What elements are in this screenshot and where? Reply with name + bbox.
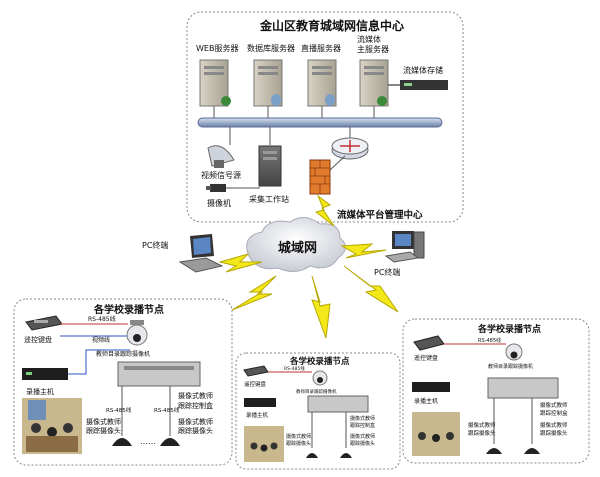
lightning-bolt [231, 275, 277, 311]
school-left-rs485-a-label: RS-485线 [106, 406, 132, 414]
school-right-recorder-label: 录播主机 [414, 397, 438, 405]
classroom-photo-icon [412, 412, 460, 456]
school-right-teacher-cam-label-1: 摄像式教师 [540, 421, 568, 429]
lightning-bolt [343, 265, 399, 313]
metro-network-label: 城域网 [278, 240, 317, 256]
school-left-video-line-label: 视频线 [92, 336, 110, 344]
metro-network-cloud [246, 217, 346, 272]
live-server-icon [307, 59, 337, 107]
recorder-host-icon [22, 368, 68, 380]
stream-server-label-1: 流媒体 [357, 34, 381, 44]
school-left-ctrl-label-2: 跟踪控制盒 [178, 401, 213, 410]
school-left-dots: …… [140, 437, 156, 446]
school-left-teacher-cam-label-1: 摄像式教师 [178, 417, 213, 426]
laptop-icon [178, 234, 224, 273]
school-left-teacher-cam-label-2: 跟踪摄像头 [178, 426, 213, 435]
tracking-controller-icon [117, 361, 201, 387]
school-mid-student-cam-label-2: 跟踪摄像头 [286, 440, 311, 447]
pc-terminal-left-label: PC终端 [142, 240, 168, 250]
live-server-label: 直播服务器 [301, 43, 341, 53]
school-left-rs485-label: RS-485线 [88, 315, 116, 323]
school-right-ctrl-label-1: 摄像式教师 [540, 401, 568, 409]
dome-camera-icon [524, 448, 540, 454]
school-right-student-cam-label-2: 跟踪摄像头 [468, 429, 496, 437]
workstation-label: 采集工作站 [249, 194, 289, 204]
dome-camera-icon [160, 438, 180, 446]
school-right-student-cam-label-1: 摄像式教师 [468, 421, 496, 429]
school-left-rs485-b-label: RS-485线 [154, 406, 180, 414]
lightning-bolt [311, 275, 331, 339]
platform-title: 流媒体平台管理中心 [337, 209, 423, 221]
web-server-icon [199, 59, 231, 107]
school-left-recorder-label: 录播主机 [26, 387, 54, 396]
center-title: 金山区教育城域网信息中心 [259, 18, 404, 33]
dome-camera-icon [112, 438, 132, 446]
stream-server-icon [359, 59, 389, 107]
lightning-bolt [218, 252, 263, 273]
recorder-host-icon [244, 398, 276, 407]
school-mid-teacher-cam-label-1: 摄像式教师 [350, 433, 375, 440]
school-left-frame [13, 298, 233, 466]
school-mid-frame [235, 352, 401, 470]
school-right-frame [402, 318, 590, 464]
school-mid-student-cam-label-1: 摄像式教师 [286, 433, 311, 440]
school-mid-recorder-label: 录播主机 [246, 411, 269, 419]
tracking-camera-icon [312, 370, 328, 386]
router-icon [331, 137, 369, 160]
stream-server-label-2: 主服务器 [357, 44, 389, 54]
school-mid-teacher-cam-label-2: 跟踪摄像头 [350, 440, 375, 447]
lightning-bolt [340, 243, 387, 259]
tracking-camera-icon [126, 320, 148, 346]
school-right-track-cam-label: 教师目录跟踪摄像机 [488, 363, 533, 370]
web-server-label: WEB服务器 [196, 43, 238, 53]
school-mid-remote-label: 遥控键盘 [244, 380, 267, 388]
tracking-controller-icon [307, 395, 369, 413]
tracking-controller-icon [487, 377, 559, 399]
school-mid-title: 各学校录播节点 [289, 356, 350, 367]
school-left-ctrl-label-1: 摄像式教师 [178, 391, 213, 400]
center-frame [186, 11, 464, 223]
recorder-host-icon [412, 382, 450, 392]
camera-label: 摄像机 [207, 198, 231, 208]
lightning-bolt [314, 194, 335, 227]
school-left-student-cam-label-2: 跟踪摄像头 [86, 426, 121, 435]
network-bus [197, 117, 443, 128]
school-right-ctrl-label-2: 跟踪控制盒 [540, 409, 568, 417]
school-mid-rs485-label: RS-485线 [284, 365, 305, 372]
school-right-teacher-cam-label-2: 跟踪摄像头 [540, 429, 568, 437]
camera-icon [206, 184, 226, 192]
school-mid-ctrl-label-1: 摄像式教师 [350, 415, 375, 422]
classroom-photo-icon [244, 426, 284, 462]
school-mid-ctrl-label-2: 跟踪控制盒 [350, 422, 375, 429]
remote-keyboard-icon [25, 315, 63, 331]
video-source-label: 视频信号源 [201, 170, 241, 180]
school-left-track-cam-label: 教师目录跟踪摄像机 [96, 350, 150, 358]
firewall-icon [309, 159, 331, 195]
stream-storage-label: 流媒体存储 [403, 65, 443, 75]
classroom-photo-icon [22, 398, 82, 454]
remote-keyboard-icon [413, 335, 445, 351]
school-right-title: 各学校录播节点 [477, 323, 541, 335]
stream-storage-icon [400, 80, 448, 90]
dome-camera-icon [486, 448, 502, 454]
workstation-icon [258, 145, 282, 187]
pc-terminal-right-label: PC终端 [374, 267, 400, 277]
school-right-remote-label: 遥控键盘 [414, 354, 438, 362]
tracking-camera-icon [505, 343, 523, 361]
remote-keyboard-icon [243, 365, 269, 377]
dome-camera-icon [340, 453, 352, 458]
db-server-icon [253, 59, 283, 107]
school-mid-track-cam-label: 教师目录跟踪摄像机 [296, 388, 337, 395]
desktop-pc-icon [384, 231, 425, 263]
school-left-remote-label: 遥控键盘 [24, 335, 52, 344]
school-left-title: 各学校录播节点 [93, 303, 164, 316]
db-server-label: 数据库服务器 [247, 43, 295, 53]
dome-camera-icon [306, 453, 318, 458]
school-right-rs485-label: RS-485线 [478, 337, 501, 344]
school-left-student-cam-label-1: 摄像式教师 [86, 417, 121, 426]
satellite-dish-icon [207, 145, 235, 168]
